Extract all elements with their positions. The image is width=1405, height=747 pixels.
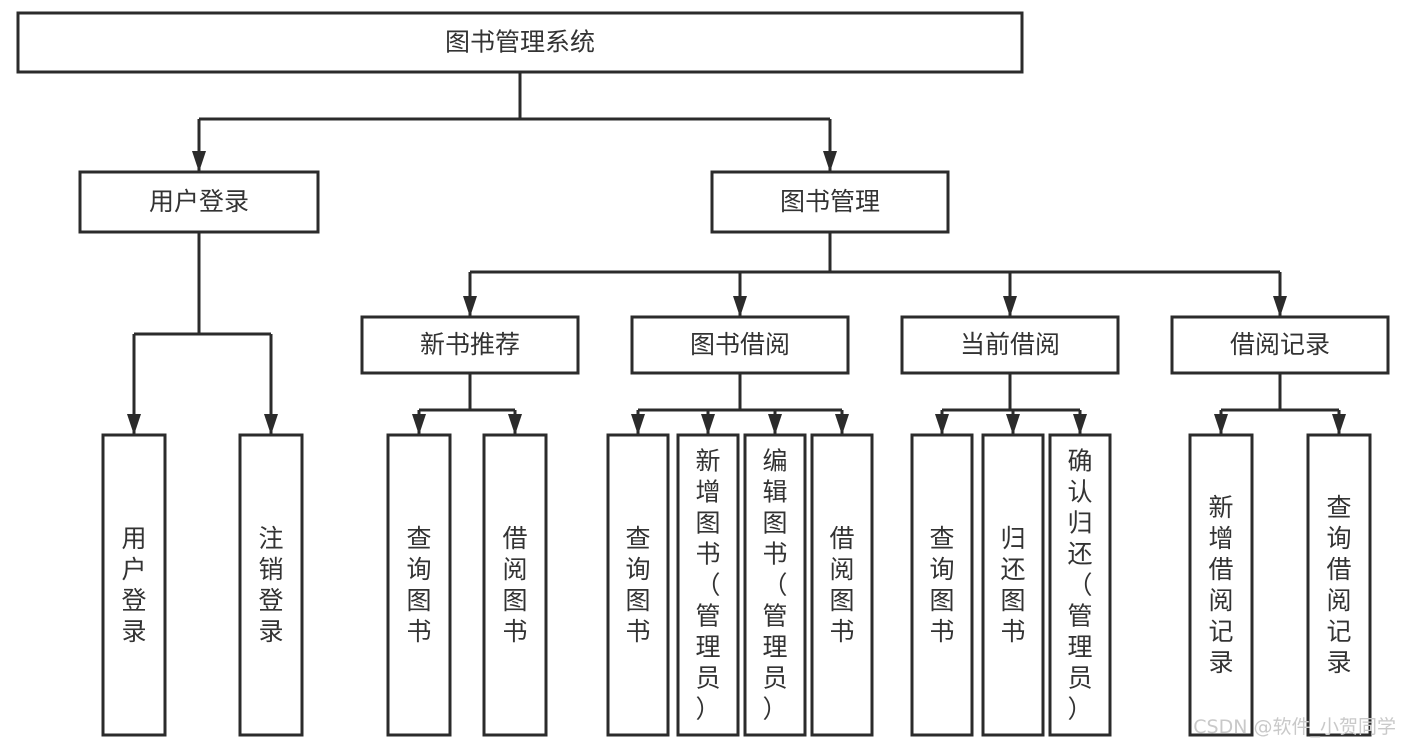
node-leaf-query-book-2-box [606, 433, 670, 737]
node-book-manage-label: 图书管理 [780, 187, 880, 216]
node-book-manage-box [710, 170, 950, 234]
node-leaf-add-record-label: 新增借阅记录 [1208, 493, 1233, 677]
node-borrow-record[interactable]: 借阅记录 [1170, 315, 1390, 375]
connector-layer [127, 72, 1346, 435]
node-leaf-query-book-1-label: 查询图书 [406, 524, 431, 646]
conn-book-manage-arrow-1 [733, 296, 747, 317]
node-borrow-record-box [1170, 315, 1390, 375]
node-borrow-record-label: 借阅记录 [1230, 330, 1330, 359]
node-leaf-query-record-label: 查询借阅记录 [1326, 493, 1351, 677]
node-leaf-confirm-return-label: 确认归还（管理员） [1067, 447, 1092, 724]
conn-root-arrow-1 [823, 151, 837, 172]
node-leaf-query-book-2[interactable]: 查询图书 [606, 433, 670, 737]
conn-current-borrow-arrow-2 [1073, 414, 1087, 435]
node-leaf-return-book[interactable]: 归还图书 [981, 433, 1045, 737]
node-leaf-borrow-book-1-box [482, 433, 548, 737]
node-leaf-query-book-3-box [910, 433, 974, 737]
node-leaf-logout-box [238, 433, 304, 737]
conn-user-login-arrow-1 [264, 414, 278, 435]
node-leaf-edit-book[interactable]: 编辑图书（管理员） [743, 433, 807, 737]
conn-book-borrow-arrow-2 [768, 414, 782, 435]
node-leaf-add-record[interactable]: 新增借阅记录 [1188, 433, 1254, 737]
node-leaf-borrow-book-2[interactable]: 借阅图书 [810, 433, 874, 737]
node-leaf-query-book-3-label: 查询图书 [929, 524, 954, 646]
node-layer: 图书管理系统用户登录图书管理新书推荐图书借阅当前借阅借阅记录用户登录注销登录查询… [16, 11, 1390, 737]
node-root-system[interactable]: 图书管理系统 [16, 11, 1024, 74]
node-leaf-edit-book-box [743, 433, 807, 737]
node-leaf-query-record[interactable]: 查询借阅记录 [1306, 433, 1372, 737]
node-user-login-box [78, 170, 320, 234]
node-current-borrow-box [900, 315, 1120, 375]
node-book-borrow-box [630, 315, 850, 375]
node-current-borrow-label: 当前借阅 [960, 330, 1060, 359]
conn-book-borrow-arrow-0 [631, 414, 645, 435]
node-root-system-box [16, 11, 1024, 74]
node-leaf-borrow-book-1-label: 借阅图书 [502, 524, 527, 646]
csdn-watermark: CSDN @软件_小贺同学 [1193, 716, 1396, 738]
node-leaf-add-book-box [676, 433, 740, 737]
conn-user-login-arrow-0 [127, 414, 141, 435]
node-book-manage[interactable]: 图书管理 [710, 170, 950, 234]
conn-borrow-record-arrow-1 [1332, 414, 1346, 435]
node-leaf-query-book-1-box [386, 433, 452, 737]
node-leaf-edit-book-label: 编辑图书（管理员） [762, 447, 787, 724]
node-leaf-add-record-box [1188, 433, 1254, 737]
node-leaf-user-login-box [101, 433, 167, 737]
conn-root-arrow-0 [192, 151, 206, 172]
node-book-borrow-label: 图书借阅 [690, 330, 790, 359]
node-new-book-recommend-box [360, 315, 580, 375]
node-leaf-borrow-book-2-box [810, 433, 874, 737]
node-leaf-query-record-box [1306, 433, 1372, 737]
node-leaf-add-book-label: 新增图书（管理员） [695, 447, 720, 724]
node-leaf-confirm-return[interactable]: 确认归还（管理员） [1048, 433, 1112, 737]
node-user-login-label: 用户登录 [149, 187, 249, 216]
conn-new-book-recommend-arrow-1 [508, 414, 522, 435]
node-root-system-label: 图书管理系统 [445, 28, 595, 57]
node-user-login[interactable]: 用户登录 [78, 170, 320, 234]
node-new-book-recommend[interactable]: 新书推荐 [360, 315, 580, 375]
node-current-borrow[interactable]: 当前借阅 [900, 315, 1120, 375]
node-leaf-user-login-label: 用户登录 [121, 524, 146, 646]
conn-new-book-recommend-arrow-0 [412, 414, 426, 435]
node-leaf-logout[interactable]: 注销登录 [238, 433, 304, 737]
node-leaf-return-book-box [981, 433, 1045, 737]
conn-book-manage-arrow-0 [463, 296, 477, 317]
conn-book-manage-arrow-2 [1003, 296, 1017, 317]
node-new-book-recommend-label: 新书推荐 [420, 330, 520, 359]
node-leaf-borrow-book-1[interactable]: 借阅图书 [482, 433, 548, 737]
node-leaf-query-book-1[interactable]: 查询图书 [386, 433, 452, 737]
node-leaf-add-book[interactable]: 新增图书（管理员） [676, 433, 740, 737]
node-leaf-logout-label: 注销登录 [258, 524, 283, 646]
node-leaf-confirm-return-box [1048, 433, 1112, 737]
node-leaf-query-book-2-label: 查询图书 [625, 524, 650, 646]
conn-book-manage-arrow-3 [1273, 296, 1287, 317]
node-leaf-query-book-3[interactable]: 查询图书 [910, 433, 974, 737]
conn-current-borrow-arrow-1 [1006, 414, 1020, 435]
conn-book-borrow-arrow-1 [701, 414, 715, 435]
node-leaf-user-login[interactable]: 用户登录 [101, 433, 167, 737]
node-leaf-return-book-label: 归还图书 [1000, 524, 1025, 646]
node-leaf-borrow-book-2-label: 借阅图书 [829, 524, 854, 646]
node-book-borrow[interactable]: 图书借阅 [630, 315, 850, 375]
conn-book-borrow-arrow-3 [835, 414, 849, 435]
conn-current-borrow-arrow-0 [935, 414, 949, 435]
conn-borrow-record-arrow-0 [1214, 414, 1228, 435]
